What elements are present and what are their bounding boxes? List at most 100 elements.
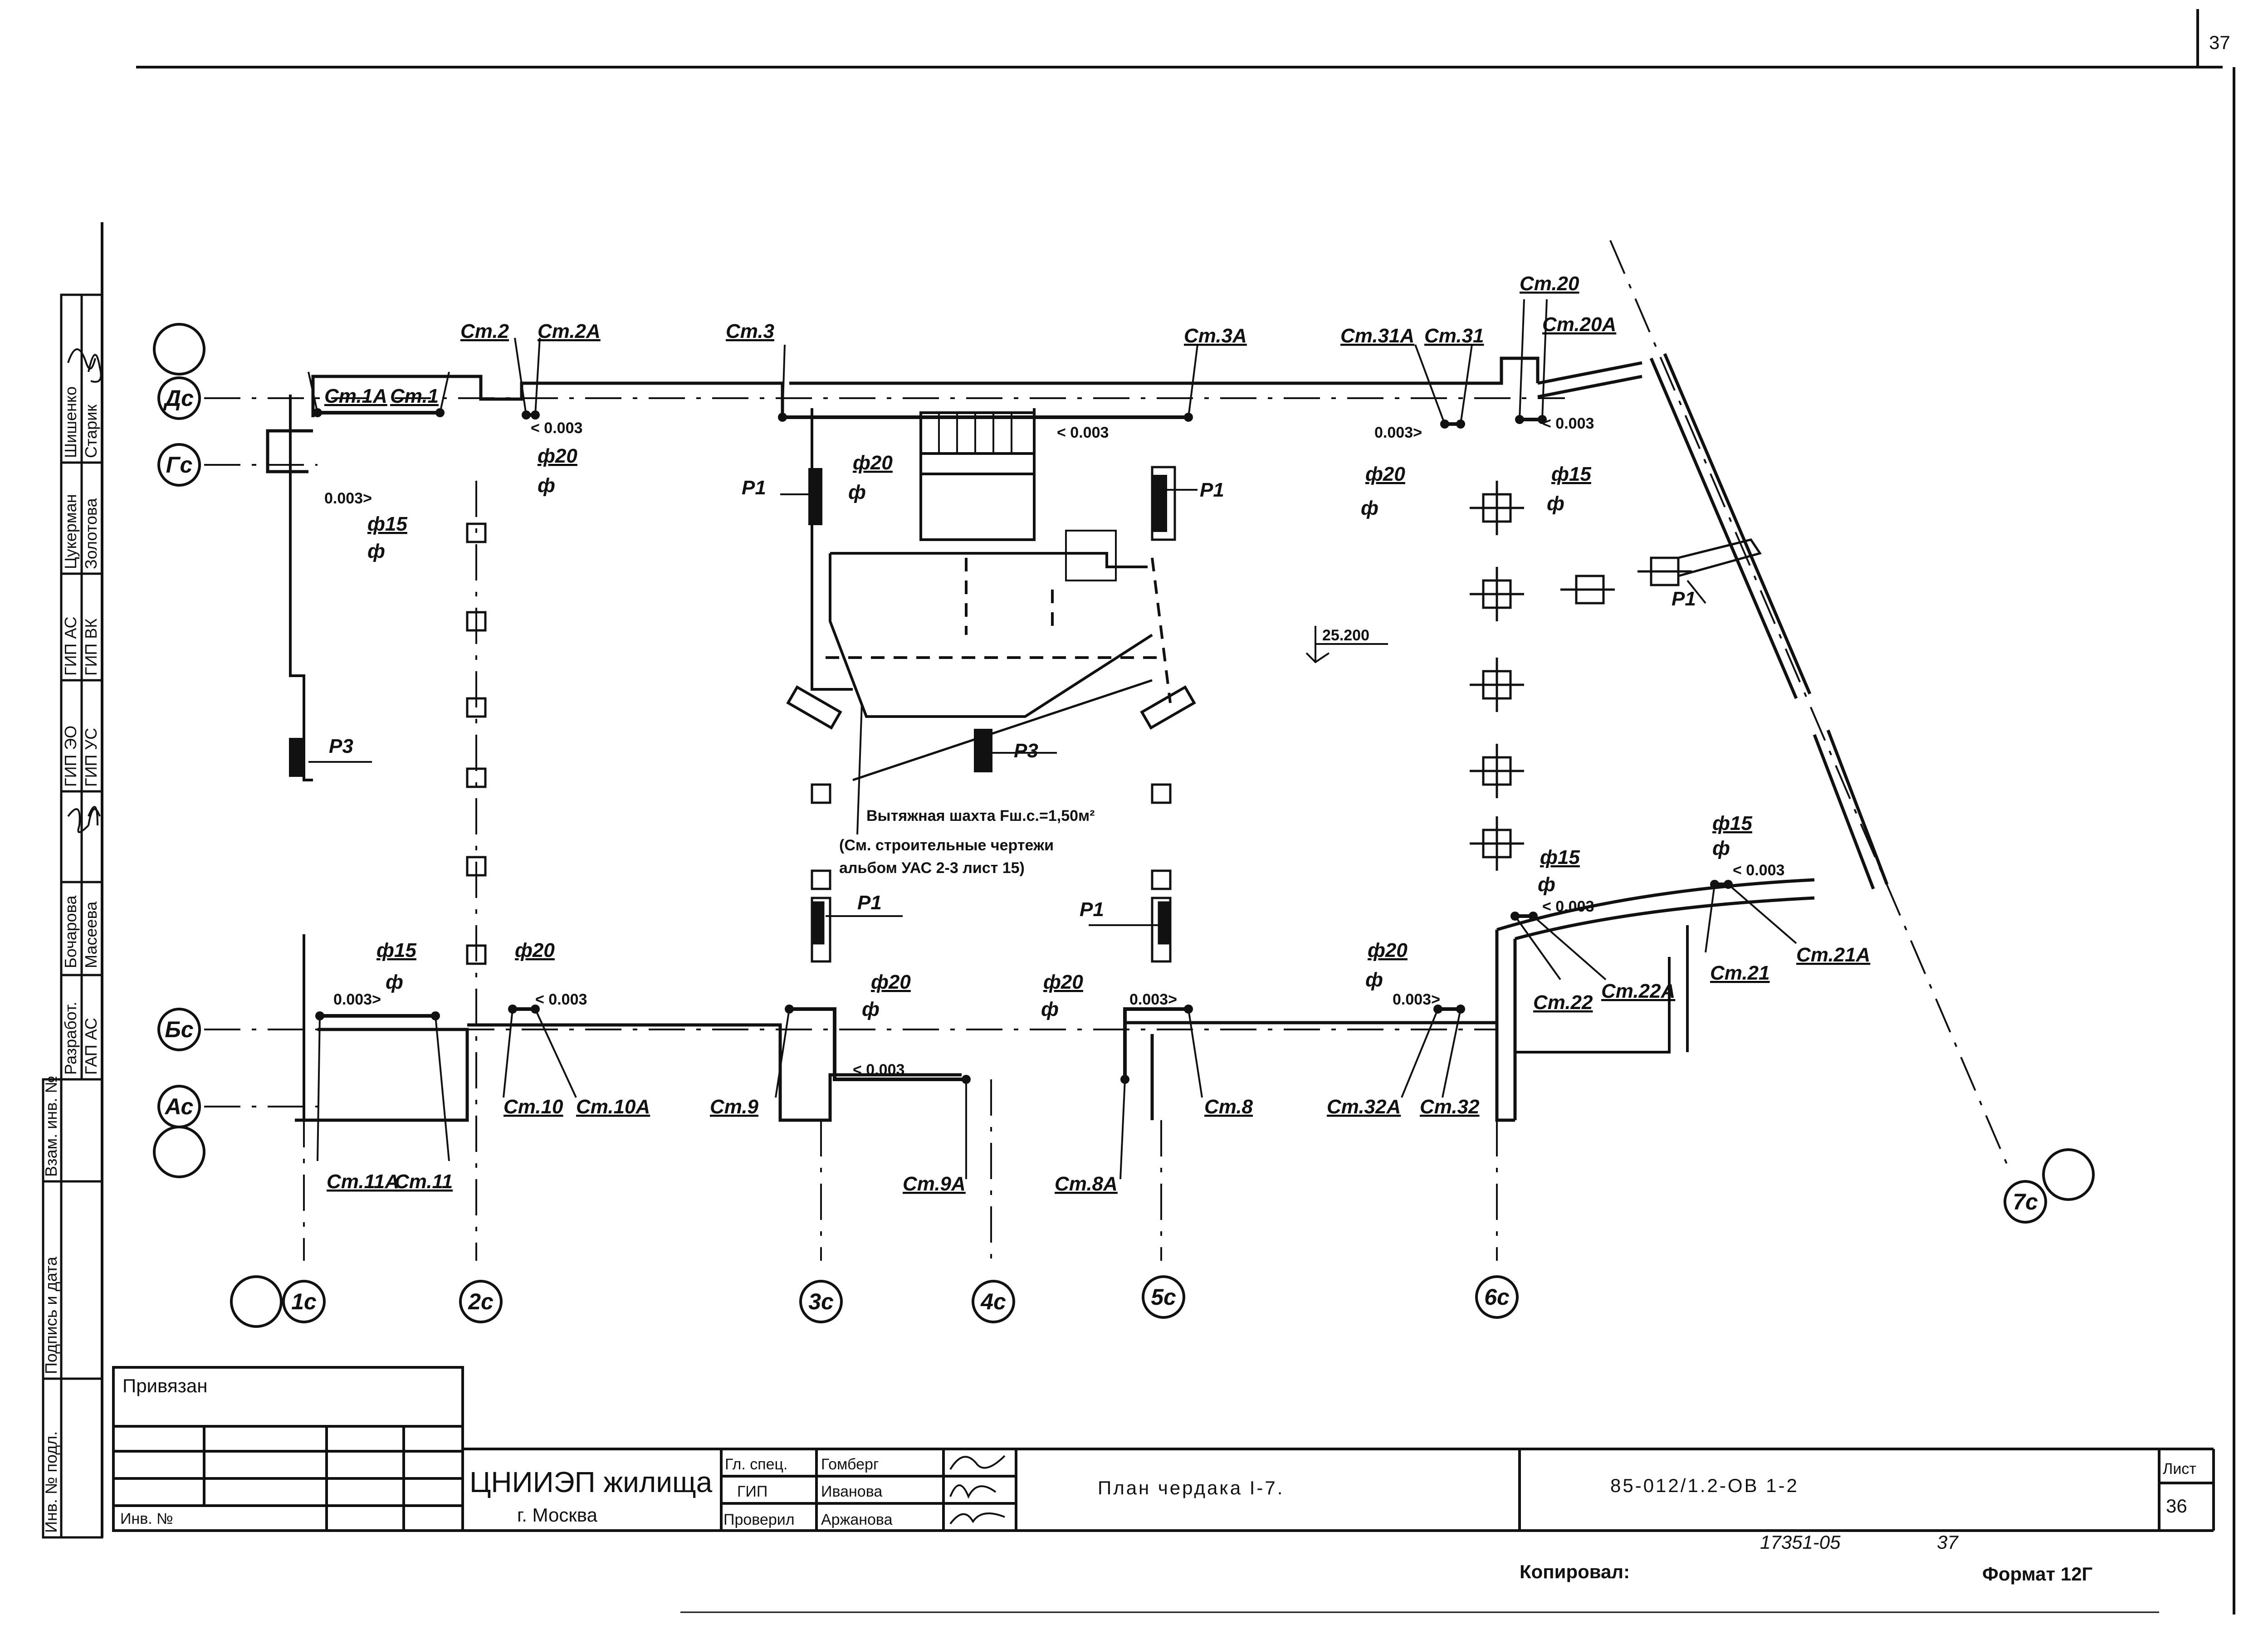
- stamp-role: ГИП АС: [61, 617, 80, 676]
- inv-no-label: Инв. №: [120, 1510, 173, 1527]
- axis-label-7с: 7с: [2013, 1189, 2038, 1215]
- leader-lines: [308, 299, 1797, 1180]
- phi-symbol: ф: [848, 481, 866, 503]
- slope-annotation: < 0.003: [1542, 898, 1594, 915]
- slope-annotation: < 0.003: [1542, 415, 1594, 432]
- axis-label-Бс: Бс: [165, 1017, 193, 1042]
- role-label: Гл. спец.: [725, 1456, 787, 1473]
- riser-tag-p3: Р3: [329, 735, 353, 757]
- riser-label-st21a: Ст.21А: [1796, 944, 1870, 966]
- slope-annotation: 0.003>: [1129, 991, 1177, 1008]
- riser-label-st32a: Ст.32А: [1327, 1096, 1401, 1118]
- stamp-name: Старик: [82, 405, 100, 458]
- diameter-label: ф20: [1043, 971, 1083, 993]
- drawing-code: 85-012/1.2-ОВ 1-2: [1610, 1475, 1799, 1496]
- riser-label-st8: Ст.8: [1204, 1096, 1253, 1118]
- phi-symbol: ф: [538, 474, 555, 497]
- riser-label-st31a: Ст.31А: [1340, 325, 1414, 347]
- title-block-frame: [112, 1366, 2215, 1532]
- riser-label-st11a: Ст.11А: [327, 1171, 399, 1193]
- riser-label-st10a: Ст.10А: [576, 1096, 650, 1118]
- riser-label-st32: Ст.32: [1420, 1096, 1480, 1118]
- riser-label-st3: Ст.3: [726, 320, 774, 342]
- riser-label-st21: Ст.21: [1710, 962, 1769, 984]
- slope-annotation: 0.003>: [1374, 424, 1422, 441]
- phi-symbol: ф: [367, 540, 385, 562]
- stamp-role: ГАП АС: [82, 1018, 100, 1075]
- diameter-label: ф20: [1368, 939, 1408, 961]
- stamp-name: Масеева: [82, 901, 100, 968]
- posts-6c: [1470, 481, 1762, 871]
- slope-annotation: < 0.003: [1733, 862, 1784, 879]
- diameter-label: ф15: [1712, 812, 1752, 834]
- stamp-role: ГИП УС: [82, 728, 100, 787]
- axis-bubble-row-Дс: [157, 376, 201, 420]
- diameter-label: ф15: [1551, 463, 1591, 485]
- diameter-label: ф20: [1365, 463, 1405, 485]
- diameter-label: ф20: [515, 939, 555, 961]
- riser-tag-p1: Р1: [1200, 479, 1224, 501]
- axis-label-1с: 1с: [291, 1289, 317, 1314]
- sheet-number: 36: [2166, 1495, 2187, 1517]
- columns-2c: [466, 522, 1172, 965]
- stamp-role: Разработ.: [61, 1002, 80, 1075]
- riser-label-st8a: Ст.8А: [1055, 1173, 1118, 1195]
- outer-walls: [266, 353, 1889, 1122]
- stamp-role: ГИП ЭО: [61, 726, 80, 787]
- riser-tag-p1: Р1: [1672, 588, 1696, 610]
- copied-by-label: Копировал:: [1520, 1561, 1630, 1582]
- elevation-mark: 25.200: [1305, 626, 1388, 663]
- riser-label-st9a: Ст.9А: [903, 1173, 966, 1195]
- stamp-name: Цукерман: [61, 494, 80, 569]
- archive-number: 17351-05: [1760, 1532, 1841, 1553]
- role-label: ГИП: [737, 1483, 767, 1500]
- phi-symbol: ф: [386, 971, 403, 993]
- slope-annotation: < 0.003: [531, 419, 582, 437]
- stamp-role: ГИП ВК: [82, 619, 100, 676]
- riser-label-st20a: Ст.20А: [1542, 313, 1616, 336]
- phi-symbol: ф: [862, 998, 880, 1020]
- axis-bubble-col-3с: [799, 1280, 843, 1323]
- axis-label-Дс: Дс: [163, 385, 194, 411]
- diameter-label: ф15: [367, 513, 407, 535]
- phi-symbol: ф: [1041, 998, 1059, 1020]
- svg-text:25.200: 25.200: [1322, 627, 1369, 644]
- phi-symbol: ф: [1361, 497, 1378, 519]
- riser-label-st3a: Ст.3А: [1184, 325, 1247, 347]
- stamp-field: Подпись и дата: [42, 1256, 60, 1374]
- riser-label-st9: Ст.9: [710, 1096, 759, 1118]
- axis-bubbles: [153, 323, 2095, 1328]
- diameter-label: ф15: [1540, 846, 1580, 868]
- axis-bubble-col-2с: [459, 1280, 503, 1323]
- stamp-name: Золотова: [82, 498, 100, 569]
- phi-symbol: ф: [1365, 969, 1383, 991]
- riser-label-st1a: Ст.1А: [324, 385, 387, 407]
- corner-sheet-number: 37: [2209, 32, 2230, 53]
- phi-symbol: ф: [1538, 873, 1555, 896]
- slope-annotation: < 0.003: [535, 991, 587, 1008]
- title-block-signatures: [949, 1455, 1006, 1525]
- axis-label-5с: 5с: [1151, 1284, 1176, 1310]
- axis-label-3с: 3с: [808, 1289, 834, 1314]
- person-name: Гомберг: [821, 1456, 879, 1473]
- signatures: [67, 348, 102, 833]
- phi-symbol: ф: [1712, 837, 1730, 859]
- left-wall: [289, 395, 313, 1120]
- riser-label-st22a: Ст.22А: [1601, 980, 1675, 1002]
- grid-axes: [204, 240, 2010, 1261]
- privyazan-label: Привязан: [122, 1375, 207, 1396]
- riser-label-st22: Ст.22: [1533, 991, 1593, 1014]
- axis-label-4с: 4с: [980, 1289, 1006, 1314]
- phi-symbol: ф: [1547, 493, 1564, 515]
- org-name: ЦНИИЭП жилища: [469, 1466, 713, 1498]
- stamp-name: Шишенко: [61, 386, 80, 458]
- slope-annotation: 0.003>: [324, 490, 372, 507]
- diameter-label: ф20: [853, 452, 893, 474]
- format-label: Формат 12Г: [1982, 1563, 2092, 1585]
- riser-label-st2: Ст.2: [460, 320, 509, 342]
- drawing-title: План чердака I-7.: [1098, 1477, 1284, 1498]
- riser-tag-p1: Р1: [857, 892, 882, 914]
- stamp-field: Инв. № подл.: [42, 1431, 60, 1533]
- diameter-label: ф15: [376, 939, 416, 961]
- role-label: Проверил: [723, 1511, 795, 1528]
